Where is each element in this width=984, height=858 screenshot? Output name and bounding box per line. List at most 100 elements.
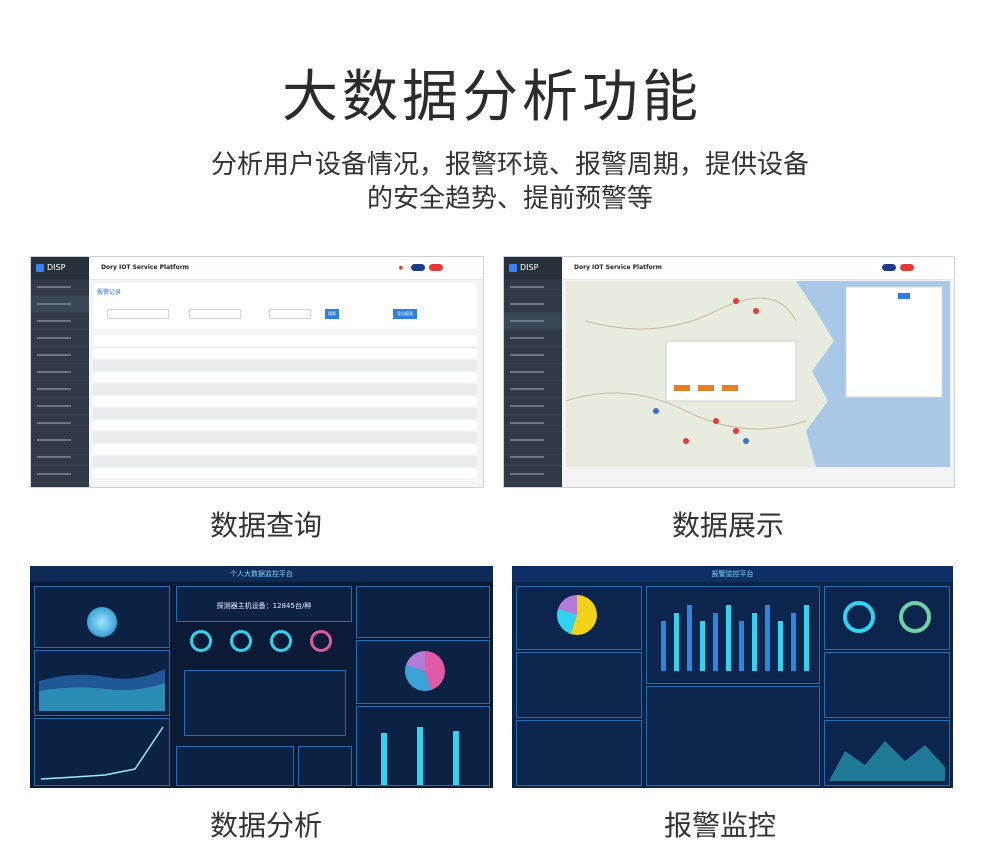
filter-select[interactable] [269,309,311,319]
table-row[interactable] [93,432,477,444]
gauge [843,601,875,633]
ticker-panel [176,746,294,786]
toggle-switch[interactable] [900,264,914,271]
info-panel [184,670,346,736]
sidebar-item[interactable] [31,432,89,449]
sidebar-item[interactable] [504,466,562,483]
sidebar-item[interactable] [31,483,89,487]
sidebar-item[interactable] [504,415,562,432]
bar [661,621,666,671]
sidebar-item[interactable] [31,415,89,432]
table-row[interactable] [93,420,477,432]
bulb-panel [356,586,490,638]
table-row[interactable] [93,468,477,480]
area-chart [829,741,945,781]
bar [713,613,718,671]
sidebar-item[interactable] [504,279,562,296]
counter-panel: 探测器主机设备：12845台/种 [176,586,352,622]
bar [791,613,796,671]
sidebar-item[interactable] [504,398,562,415]
alarm-table-panel [646,686,820,786]
bar-panel [356,706,490,786]
table-row[interactable] [93,360,477,372]
bar [417,727,423,785]
bar [752,613,757,671]
sidebar-item[interactable] [31,279,89,296]
export-button[interactable]: 导出报表 [393,309,417,319]
bar [674,613,679,671]
trend-chart-panel [34,718,170,786]
table-row[interactable] [93,444,477,456]
sidebar-item[interactable] [504,347,562,364]
sidebar: DISP [504,257,562,487]
records-table [93,335,477,481]
pie-chart [87,607,117,637]
sidebar-item[interactable] [504,364,562,381]
subtitle-line-1: 分析用户设备情况，报警环境、报警周期，提供设备 [210,150,809,180]
trend-chart [40,726,164,780]
filter-select[interactable] [189,309,241,319]
traffic-light-panel [298,746,352,786]
dashboard-title: 个人大数据监控平台 [30,566,493,582]
bar [804,605,809,671]
donut-panel [356,640,490,704]
sidebar-item[interactable] [31,364,89,381]
app-logo: DISP [31,257,89,279]
page-title: 大数据分析功能 [282,65,702,130]
caption-monitor: 报警监控 [663,809,776,842]
toggle-switch[interactable] [411,264,425,271]
caption-analysis: 数据分析 [209,809,322,842]
progress-panel [516,652,642,718]
map-view[interactable] [566,281,950,467]
bar [700,621,705,671]
sidebar-item[interactable] [504,381,562,398]
sidebar-item[interactable] [504,432,562,449]
table-row[interactable] [93,408,477,420]
donut-panel [516,586,642,650]
bar [739,621,744,671]
toggle-switch[interactable] [429,264,443,271]
page-subtitle: 分析用户设备情况，报警环境、报警周期，提供设备 的安全趋势、提前预警等 [160,148,860,216]
bar [687,605,692,671]
app-header: Dory IOT Service Platform [562,257,954,280]
table-row[interactable] [93,384,477,396]
sidebar-item[interactable] [504,296,562,313]
caption-display: 数据展示 [671,509,784,542]
map-screenshot: DISP Dory IOT Service Platform [503,256,955,488]
sidebar-item[interactable] [31,347,89,364]
sidebar-item[interactable] [31,398,89,415]
table-header [93,335,477,348]
sidebar-item[interactable] [31,296,89,313]
sidebar-item[interactable] [31,330,89,347]
gauge [270,630,292,652]
gauge [310,630,332,652]
sidebar-item[interactable] [504,449,562,466]
sidebar-item[interactable] [504,330,562,347]
sidebar-item[interactable] [31,381,89,398]
panel-heading: 报警记录 [97,289,122,296]
filter-input[interactable] [107,309,169,319]
table-row[interactable] [93,456,477,468]
app-title: Dory IOT Service Platform [574,264,662,271]
sidebar-item[interactable] [31,449,89,466]
column-panel [824,652,950,718]
analysis-screenshot: 个人大数据监控平台 探测器主机设备：12845台/种 [30,566,493,788]
sidebar-item[interactable] [31,313,89,330]
bar [726,605,731,671]
sidebar-item[interactable] [504,483,562,487]
donut-chart [405,651,445,691]
bar [765,605,770,671]
toggle-switch[interactable] [882,264,896,271]
table-row[interactable] [93,372,477,384]
table-row[interactable] [93,348,477,360]
sidebar-item[interactable] [31,466,89,483]
subtitle-line-2: 的安全趋势、提前预警等 [366,184,653,214]
app-logo: DISP [504,257,562,279]
table-row[interactable] [93,396,477,408]
sidebar-item[interactable] [504,313,562,330]
dashboard-title: 报警监控平台 [512,566,953,582]
gauge-panel [824,586,950,650]
search-button[interactable]: 搜索 [325,309,339,319]
query-screenshot: DISP Dory IOT Service Platform ● 报警记录 搜索… [30,256,484,488]
bar-chart-panel [646,586,820,684]
